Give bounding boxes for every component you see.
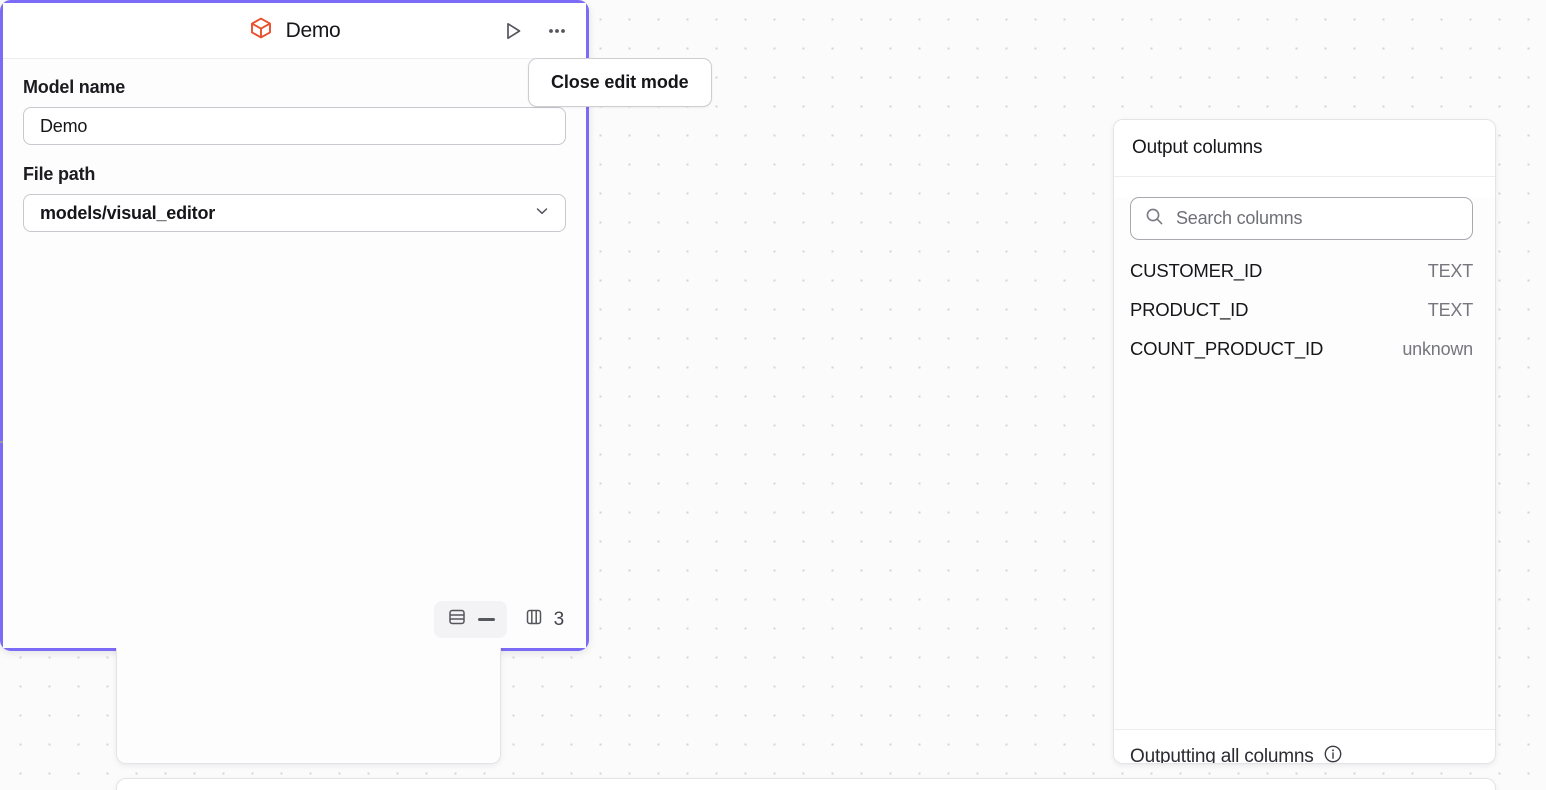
more-options-button[interactable] [542, 16, 572, 46]
output-column-list: CUSTOMER_ID TEXT PRODUCT_ID TEXT COUNT_P… [1114, 260, 1495, 377]
columns-icon [523, 606, 545, 633]
column-count-group[interactable]: 3 [511, 601, 574, 638]
list-item[interactable]: COUNT_PRODUCT_ID unknown [1114, 338, 1495, 377]
close-edit-mode-button[interactable]: Close edit mode [528, 58, 712, 107]
rows-icon [446, 606, 468, 633]
output-panel-header: Output columns [1114, 120, 1495, 177]
column-count-value: 3 [553, 608, 565, 630]
model-node-panel[interactable]: Demo Model name Demo File path mo [0, 0, 589, 651]
run-button[interactable] [498, 16, 528, 46]
model-name-value: Demo [40, 115, 88, 136]
column-type: TEXT [1427, 300, 1473, 320]
bottom-node-panel[interactable] [116, 778, 1496, 790]
info-icon[interactable] [1323, 744, 1343, 763]
model-status-bar: 3 [433, 601, 574, 638]
output-search-placeholder: Search columns [1176, 208, 1303, 228]
model-panel-body: Model name Demo File path models/visual_… [3, 59, 586, 648]
column-name: PRODUCT_ID [1130, 299, 1249, 320]
model-name-input[interactable]: Demo [23, 107, 566, 145]
file-path-label: File path [23, 164, 96, 184]
column-name: COUNT_PRODUCT_ID [1130, 338, 1324, 359]
row-count-value [477, 618, 495, 621]
search-icon [1145, 207, 1164, 231]
model-panel-header: Demo [3, 3, 586, 59]
model-panel-title: Demo [285, 18, 341, 42]
column-name: CUSTOMER_ID [1130, 260, 1263, 281]
model-panel-actions [498, 16, 572, 46]
file-path-value: models/visual_editor [40, 202, 216, 223]
list-item[interactable]: CUSTOMER_ID TEXT [1114, 260, 1495, 299]
chevron-down-icon [533, 202, 551, 225]
output-footer-text: Outputting all columns [1130, 745, 1314, 764]
list-item[interactable]: PRODUCT_ID TEXT [1114, 299, 1495, 338]
column-type: unknown [1402, 339, 1473, 359]
file-path-select[interactable]: models/visual_editor [23, 194, 566, 232]
output-panel-title: Output columns [1132, 137, 1263, 158]
model-panel-title-group: Demo [249, 16, 341, 45]
cube-icon [249, 16, 273, 45]
output-search-input[interactable]: Search columns [1130, 197, 1473, 240]
row-count-group[interactable] [433, 601, 507, 638]
column-type: TEXT [1427, 261, 1473, 281]
output-footer: Outputting all columns [1114, 729, 1495, 764]
output-columns-panel[interactable]: Output columns Search columns CUSTOMER_I… [1113, 119, 1496, 764]
output-panel-body: Search columns CUSTOMER_ID TEXT PRODUCT_… [1114, 197, 1495, 764]
model-name-label: Model name [23, 77, 126, 97]
